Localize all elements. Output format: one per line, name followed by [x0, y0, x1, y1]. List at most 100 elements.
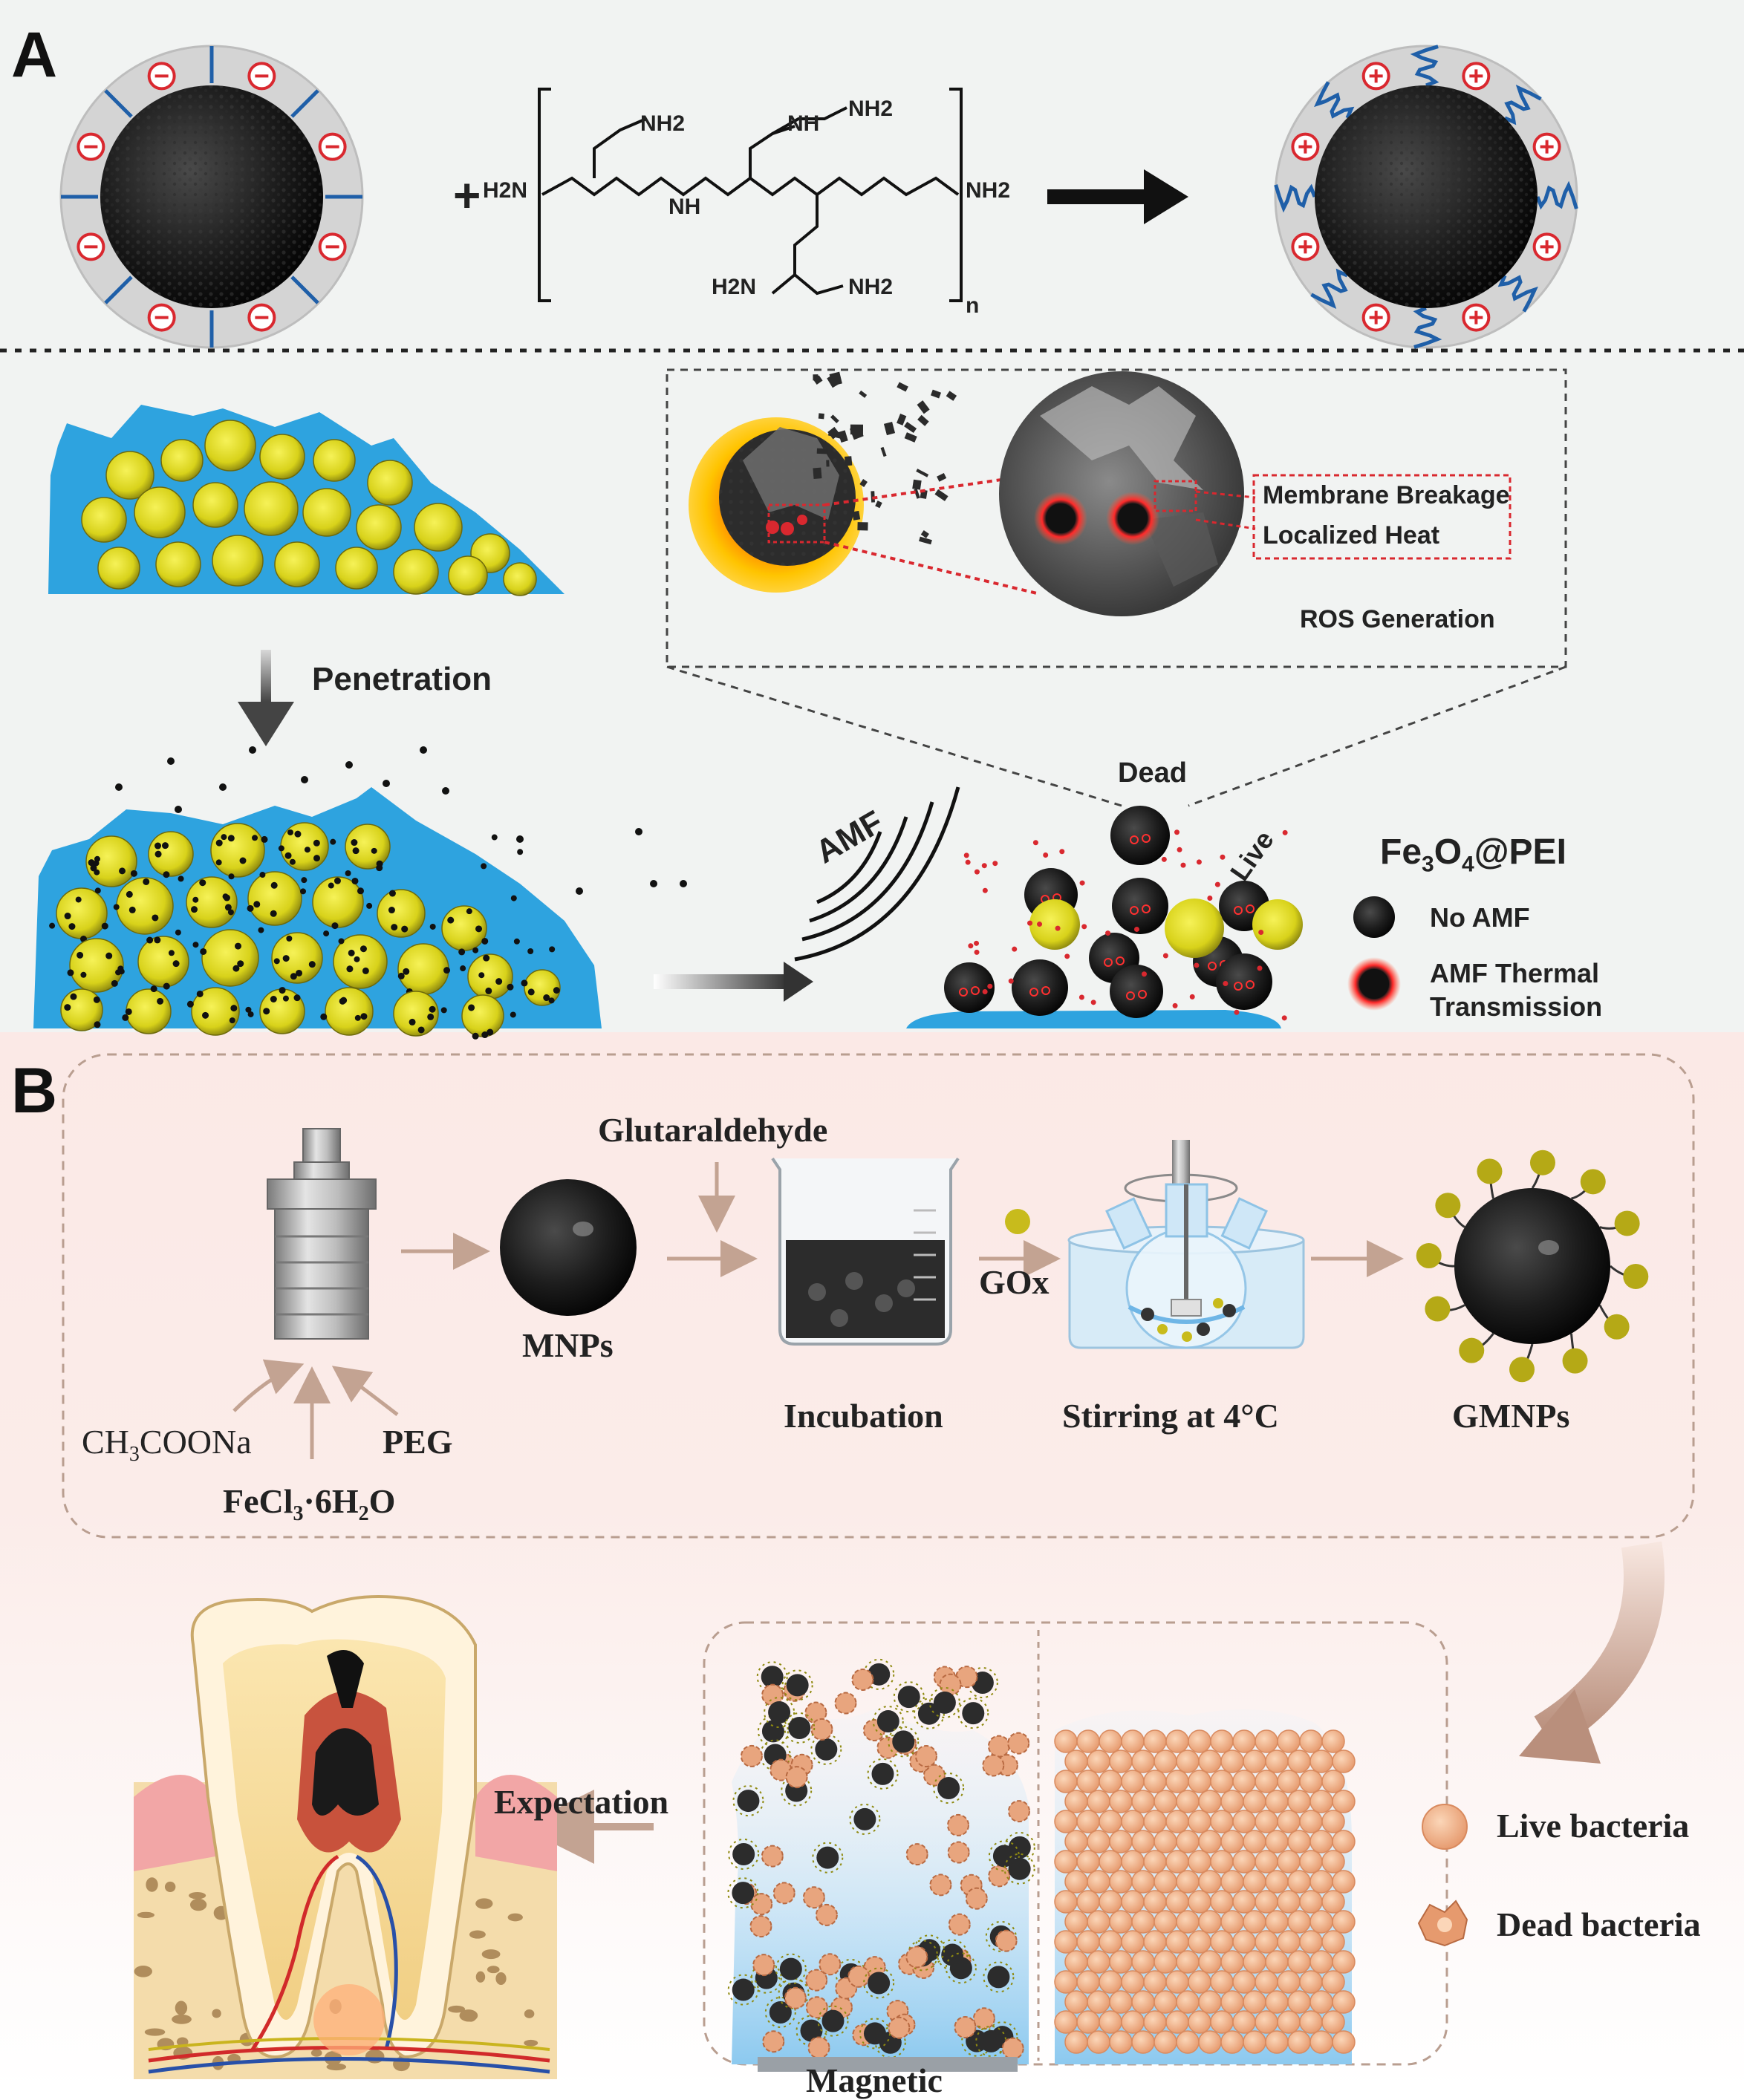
live-bacterium-small — [1076, 1810, 1100, 1833]
nanoparticle-dot — [516, 835, 524, 843]
dead-bacterium-small — [947, 1813, 970, 1836]
live-bacterium-small — [1176, 2030, 1200, 2054]
stirring-label: Stirring at 4°C — [1062, 1397, 1279, 1435]
live-bacterium-small — [1299, 1850, 1323, 1874]
live-bacterium-small — [1287, 1910, 1311, 1934]
live-bacterium-small — [1265, 1910, 1289, 1934]
live-bacterium-small — [1099, 1729, 1122, 1753]
live-bacterium-small — [1321, 1850, 1345, 1874]
live-bacterium-small — [1299, 1930, 1323, 1954]
gmnp-particle-small — [1008, 1857, 1031, 1880]
ch3coona-label: CH3COONa — [82, 1423, 252, 1467]
live-bacterium-small — [1109, 1750, 1133, 1773]
live-bacterium-small — [1076, 1729, 1100, 1753]
penetration-label: Penetration — [312, 661, 492, 697]
legend-title: Fe3O4@PEI — [1380, 832, 1566, 877]
live-bacterium-small — [1165, 2010, 1189, 2034]
live-bacterium-small — [1277, 1970, 1301, 1994]
live-bacterium-small — [1154, 1950, 1177, 1974]
gmnp-particle-small — [761, 1666, 784, 1689]
live-bacterium-small — [1054, 1810, 1078, 1833]
live-bacterium-small — [1243, 1910, 1266, 1934]
dead-bacterium-small — [749, 1915, 772, 1938]
dead-bacterium-small — [1007, 1732, 1030, 1755]
bacterium-cell — [367, 460, 413, 506]
live-bacterium-small — [1321, 1970, 1345, 1994]
live-bacterium-small — [1121, 2010, 1145, 2034]
gmnp-particle-small — [816, 1846, 839, 1869]
synthesis-box — [62, 1053, 1695, 1539]
bacterium-cell — [377, 889, 426, 938]
live-bacterium-small — [1099, 1930, 1122, 1954]
live-bacterium-small — [1210, 1810, 1234, 1833]
live-bacterium-small — [1054, 1850, 1078, 1874]
gmnp-particle-small — [768, 1701, 791, 1724]
live-bacterium-small — [1109, 1830, 1133, 1853]
live-bacterium-small — [1131, 1910, 1155, 1934]
gox-enzyme-ball — [1562, 1348, 1588, 1374]
bacterium-cell — [210, 823, 265, 878]
live-bacterium-small — [1265, 1830, 1289, 1853]
live-bacterium-small — [1332, 1790, 1356, 1813]
mechanism-box — [1252, 474, 1512, 560]
live-bacterium-small — [1265, 1990, 1289, 2014]
live-bacterium-small — [1210, 1850, 1234, 1874]
bacterium-cell — [345, 824, 391, 870]
dead-bacterium-small — [948, 1913, 971, 1936]
bacterium-cell — [503, 562, 537, 596]
bacterium-cell — [524, 969, 561, 1006]
synthesis-arrow — [1047, 169, 1188, 224]
nanoparticle-dot — [249, 746, 256, 754]
live-bacterium-small — [1277, 1729, 1301, 1753]
bacterium-cell — [204, 420, 256, 472]
dead-bacterium-small — [995, 1929, 1018, 1952]
bacterium-cell — [393, 991, 439, 1037]
amf-thermal-marker — [1359, 969, 1389, 999]
live-bacterium-small — [1154, 2030, 1177, 2054]
live-bacterium-small — [1064, 1830, 1088, 1853]
live-bacterium-small — [1121, 1890, 1145, 1914]
live-bacterium-small — [1255, 2010, 1278, 2034]
live-bacterium-small — [1265, 2030, 1289, 2054]
live-bacterium-small — [1064, 1750, 1088, 1773]
gmnp-particle-small — [917, 1702, 940, 1725]
bacterium-cell — [105, 451, 154, 500]
live-bacterium-small — [1176, 1750, 1200, 1773]
to-amf-arrow-shaft — [654, 974, 787, 989]
live-bacterium-small — [1198, 1750, 1222, 1773]
live-bacterium-small — [1131, 1870, 1155, 1894]
live-bacterium-small — [1121, 1810, 1145, 1833]
dead-bacterium-small — [762, 2030, 785, 2053]
live-bacterium-small — [1243, 1750, 1266, 1773]
nanoparticle-dot — [115, 783, 123, 791]
ros-generation-label: ROS Generation — [1300, 605, 1495, 633]
gmnp-particle-small — [732, 1882, 755, 1905]
live-bacterium-small — [1287, 1790, 1311, 1813]
stirring-flask — [1067, 1140, 1305, 1349]
live-bacterium-small — [1255, 1890, 1278, 1914]
live-bacterium-small — [1243, 1990, 1266, 2014]
live-bacterium-small — [1176, 1910, 1200, 1934]
penetrating-nanoparticles — [115, 746, 687, 895]
live-bacterium-small — [1210, 1930, 1234, 1954]
live-bacterium-small — [1243, 1950, 1266, 1974]
live-bacterium-small — [1198, 1910, 1222, 1934]
pei-nh-lower: NH — [668, 195, 701, 219]
live-bacterium-small — [1176, 1790, 1200, 1813]
dead-bacterium-small — [807, 2036, 830, 2059]
live-bacterium-small — [1143, 1729, 1167, 1753]
live-bacterium-small — [1131, 1950, 1155, 1974]
live-bacterium-small — [1188, 1810, 1211, 1833]
live-bacterium-small — [1321, 1930, 1345, 1954]
live-bacterium-small — [1220, 1950, 1244, 1974]
bacterium-cell — [212, 535, 264, 587]
live-bacterium-small — [1188, 1970, 1211, 1994]
live-bacterium-small — [1210, 1729, 1234, 1753]
dead-bacterium-cell — [1112, 878, 1168, 934]
nanoparticle-dot — [420, 746, 427, 754]
live-bacterium-small — [1064, 1950, 1088, 1974]
live-bacterium-small — [1309, 1910, 1333, 1934]
live-bacterium-small — [1309, 1830, 1333, 1853]
bacterium-cell — [56, 887, 108, 939]
